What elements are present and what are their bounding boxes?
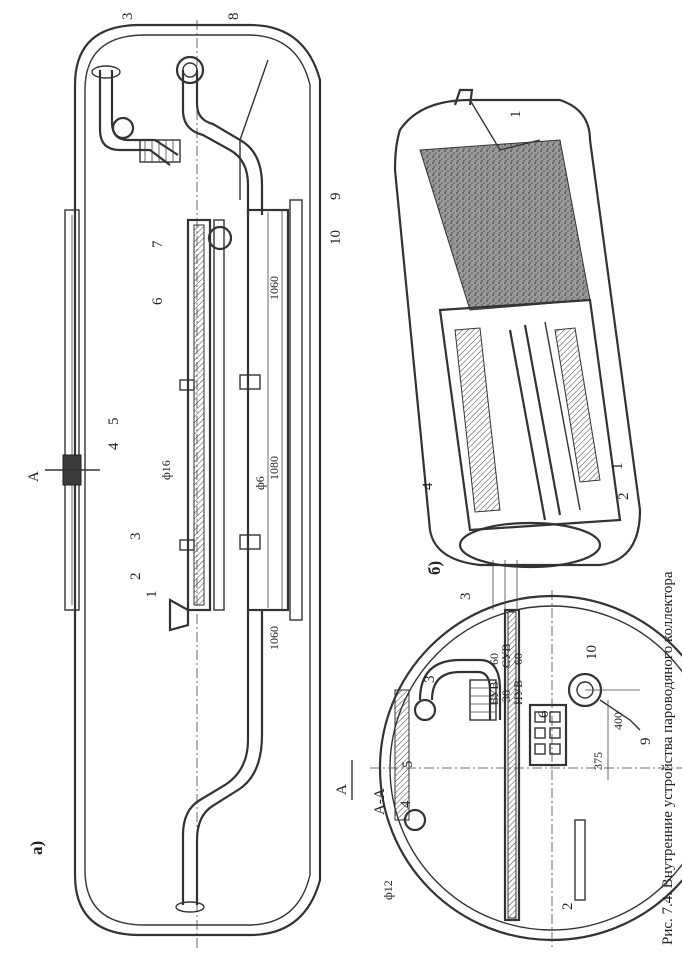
drum-shell-inner [84, 34, 311, 926]
cutaway-drum-shell [393, 98, 642, 567]
cutaway-top-pipe [469, 99, 541, 151]
section-feed-pipe [418, 658, 502, 720]
cutaway-internal-pipe-3 [544, 321, 581, 511]
section-callout-4: 4 [398, 800, 414, 808]
perforated-sheet-upper [64, 209, 80, 611]
distribution-pipe-funnel [168, 598, 190, 632]
pipe-from-top-nozzle [181, 70, 250, 215]
level-label-vuv: ВУВ [487, 681, 501, 705]
fig-a-callout-3: 3 [128, 533, 144, 541]
figure-caption: Рис. 7.4. Внутренние устройства пароводя… [660, 571, 676, 945]
figure-a-labels: а) 1 2 3 3 4 5 6 7 8 9 10 А 1060 1080 10… [26, 13, 344, 856]
section-cyclone-block [528, 703, 568, 767]
fig-a-callout-4: 4 [106, 442, 122, 450]
distribution-pipe-end-ring [207, 225, 233, 251]
figure-b-labels: б) 1 1 2 3 4 [420, 111, 632, 601]
section-callout-3: 3 [422, 676, 438, 684]
section-lower-plate [574, 819, 586, 901]
figure-b-tag: б) [425, 561, 444, 575]
cutaway-perforated-plate [454, 327, 501, 513]
level-label-nuv: НУВ [511, 680, 525, 705]
fig-b-callout-2: 2 [616, 493, 632, 501]
fig-a-dim-1: 1060 [267, 276, 281, 300]
section-aa-labels: А-А А ф12 375 400 ВУВ СУВ НУВ 60 60 30 2… [334, 644, 654, 910]
distribution-pipe-outer [186, 218, 212, 612]
section-pipe-ring-4 [413, 698, 437, 722]
fig-a-diameter-16: ф16 [159, 460, 173, 480]
cutaway-top-nozzle [453, 88, 474, 106]
distribution-pipe-inner [193, 224, 205, 606]
feed-pipe-top-left [98, 70, 171, 166]
cutaway-opening [438, 298, 622, 532]
section-callout-10: 10 [584, 645, 600, 660]
fig-a-diameter-6: ф6 [253, 476, 267, 490]
cutaway-end-cap [458, 521, 602, 569]
outlet-pipe-bottom-2 [195, 610, 264, 905]
section-plate [503, 608, 521, 922]
cyclone-bellows [139, 139, 181, 163]
level-offset-3: 30 [499, 690, 513, 702]
cutaway-internal-pipe-2 [523, 324, 562, 516]
outlet-pipe-bottom [181, 610, 250, 905]
section-aa-view [351, 560, 682, 948]
pipe-ring-left [111, 116, 135, 140]
fig-a-section-mark: А [26, 471, 42, 482]
figure-a-longitudinal-view [45, 20, 322, 948]
fig-a-callout-3-top: 3 [120, 13, 136, 21]
fig-a-callout-2: 2 [128, 573, 144, 581]
figure-b-cutaway-view [393, 88, 642, 569]
section-upper-plate [394, 689, 410, 821]
fig-a-callout-1: 1 [144, 591, 160, 599]
section-bellows [469, 679, 497, 721]
drum-shell-outer [73, 23, 322, 937]
top-nozzle [175, 55, 205, 85]
top-nozzle-inner [182, 62, 198, 78]
fig-b-callout-1-top: 1 [508, 111, 524, 119]
level-label-suv: СУВ [499, 644, 513, 668]
section-aa-dim-375: 375 [591, 752, 605, 770]
fig-a-dim-3: 1060 [267, 626, 281, 650]
fig-a-callout-5: 5 [106, 418, 122, 426]
section-bracket-9 [599, 699, 641, 731]
cutaway-internal-separator [554, 327, 601, 483]
section-aa-diameter: ф12 [381, 880, 395, 900]
section-cyclone-cells [534, 711, 561, 755]
fig-a-callout-9: 9 [328, 193, 344, 201]
fig-b-callout-3: 3 [458, 593, 474, 601]
cutaway-internal-pipe-1 [508, 329, 547, 521]
fig-a-callout-10: 10 [328, 230, 344, 245]
support-brackets [179, 374, 261, 551]
feed-water-collector [246, 208, 290, 612]
figure-a-tag: а) [27, 841, 46, 855]
fig-a-callout-7: 7 [150, 240, 166, 248]
fig-a-callout-8: 8 [226, 13, 242, 21]
section-feed-pipe-2 [430, 670, 492, 720]
section-callout-9: 9 [638, 738, 654, 746]
fig-b-callout-1: 1 [610, 463, 626, 471]
feed-water-collector-2 [289, 199, 303, 621]
fig-a-dim-2: 1080 [267, 456, 281, 480]
section-callout-6: 6 [536, 710, 552, 718]
outlet-flange [175, 901, 205, 913]
level-offset-2: 60 [511, 653, 525, 665]
section-aa-dim-400: 400 [611, 712, 625, 730]
fig-a-callout-6: 6 [150, 297, 166, 305]
cutaway-exterior-skin [419, 139, 591, 311]
pipe-from-top-nozzle-2 [195, 70, 264, 215]
section-plate-hatch [507, 611, 517, 919]
fig-b-callout-4: 4 [420, 482, 436, 490]
distribution-pipe-2 [213, 219, 225, 611]
section-callout-2: 2 [560, 903, 576, 911]
instrument-tube [239, 59, 269, 200]
pipe-flange-top-left [91, 65, 121, 79]
level-offset-1: 60 [487, 653, 501, 665]
section-callout-5: 5 [400, 761, 416, 769]
section-aa-mark: А [334, 784, 350, 795]
section-aa-title: А-А [372, 788, 388, 815]
